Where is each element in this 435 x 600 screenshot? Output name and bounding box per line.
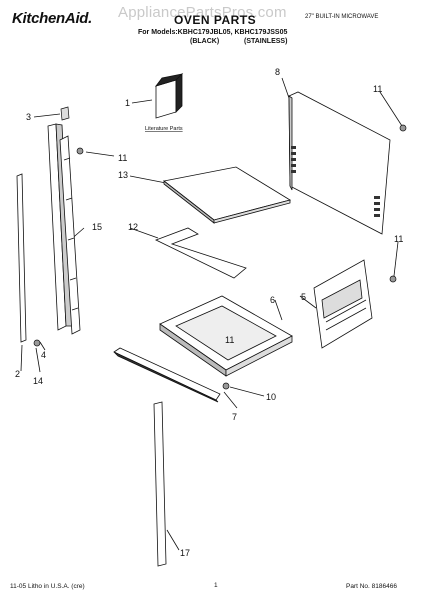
callout-17: 17 <box>180 548 190 558</box>
callout-11-c: 11 <box>394 234 403 244</box>
part-bracket-panel <box>313 259 373 349</box>
literature-parts-label: Literature Parts <box>145 126 183 132</box>
variant-black: (BLACK) <box>190 38 220 45</box>
part-side-wall <box>288 91 391 235</box>
part-tray <box>159 295 293 377</box>
model-numbers: For Models:KBHC179JBL05, KBHC179JSS05 <box>138 29 288 36</box>
callout-4: 4 <box>41 350 46 360</box>
variant-stainless: (STAINLESS) <box>244 38 288 45</box>
callout-10: 10 <box>266 392 276 402</box>
callout-14: 14 <box>33 376 43 386</box>
callout-15: 15 <box>92 222 102 232</box>
part-top-plate <box>163 166 292 224</box>
part-front-trim <box>113 347 221 403</box>
part-clip <box>60 106 70 121</box>
callout-5: 5 <box>301 292 306 302</box>
part-vertical-trim <box>153 401 167 567</box>
watermark: AppliancePartsPros.com <box>118 4 287 21</box>
callout-8: 8 <box>275 67 280 77</box>
part-side-frame <box>59 135 81 335</box>
callout-2: 2 <box>15 369 20 379</box>
footer-litho: 11-05 Litho in U.S.A. (cre) <box>10 583 85 590</box>
callout-13: 13 <box>118 170 128 180</box>
footer-part-number: Part No. 8186466 <box>346 583 397 590</box>
callout-11-d: 11 <box>225 335 234 345</box>
part-gasket <box>154 227 247 279</box>
footer-page-number: 1 <box>214 582 218 589</box>
callout-7: 7 <box>232 412 237 422</box>
page-title: OVEN PARTS <box>174 13 257 27</box>
brand-logo: KitchenAid. <box>12 10 93 27</box>
part-rail <box>16 173 27 343</box>
callout-12: 12 <box>128 222 138 232</box>
callout-11-a: 11 <box>118 153 127 163</box>
callout-1: 1 <box>125 98 130 108</box>
callout-11-b: 11 <box>373 84 382 94</box>
product-description: 27" BUILT-IN MICROWAVE <box>305 14 379 20</box>
callout-6: 6 <box>270 295 275 305</box>
callout-3: 3 <box>26 112 31 122</box>
part-literature-book <box>154 73 184 119</box>
